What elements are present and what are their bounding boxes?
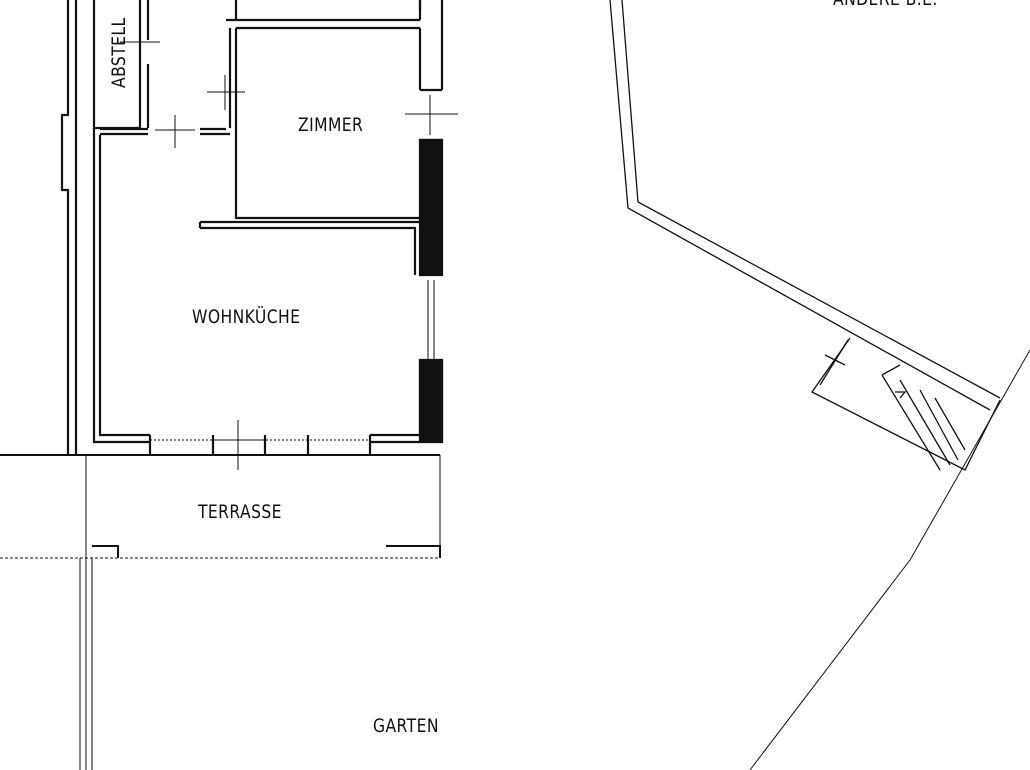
- terrace-garden: [0, 454, 441, 770]
- room-label-garten: GARTEN: [373, 715, 439, 737]
- room-label-wohnkueche: WOHNKÜCHE: [192, 306, 301, 328]
- room-label-terrasse: TERRASSE: [198, 501, 282, 523]
- room-label-andere: ANDERE B.E.: [833, 0, 938, 10]
- room-label-zimmer: ZIMMER: [298, 114, 364, 136]
- neighbour-outline: [609, 0, 1030, 770]
- door-markers: [120, 25, 458, 470]
- room-label-abstell: ABSTELL: [108, 17, 130, 89]
